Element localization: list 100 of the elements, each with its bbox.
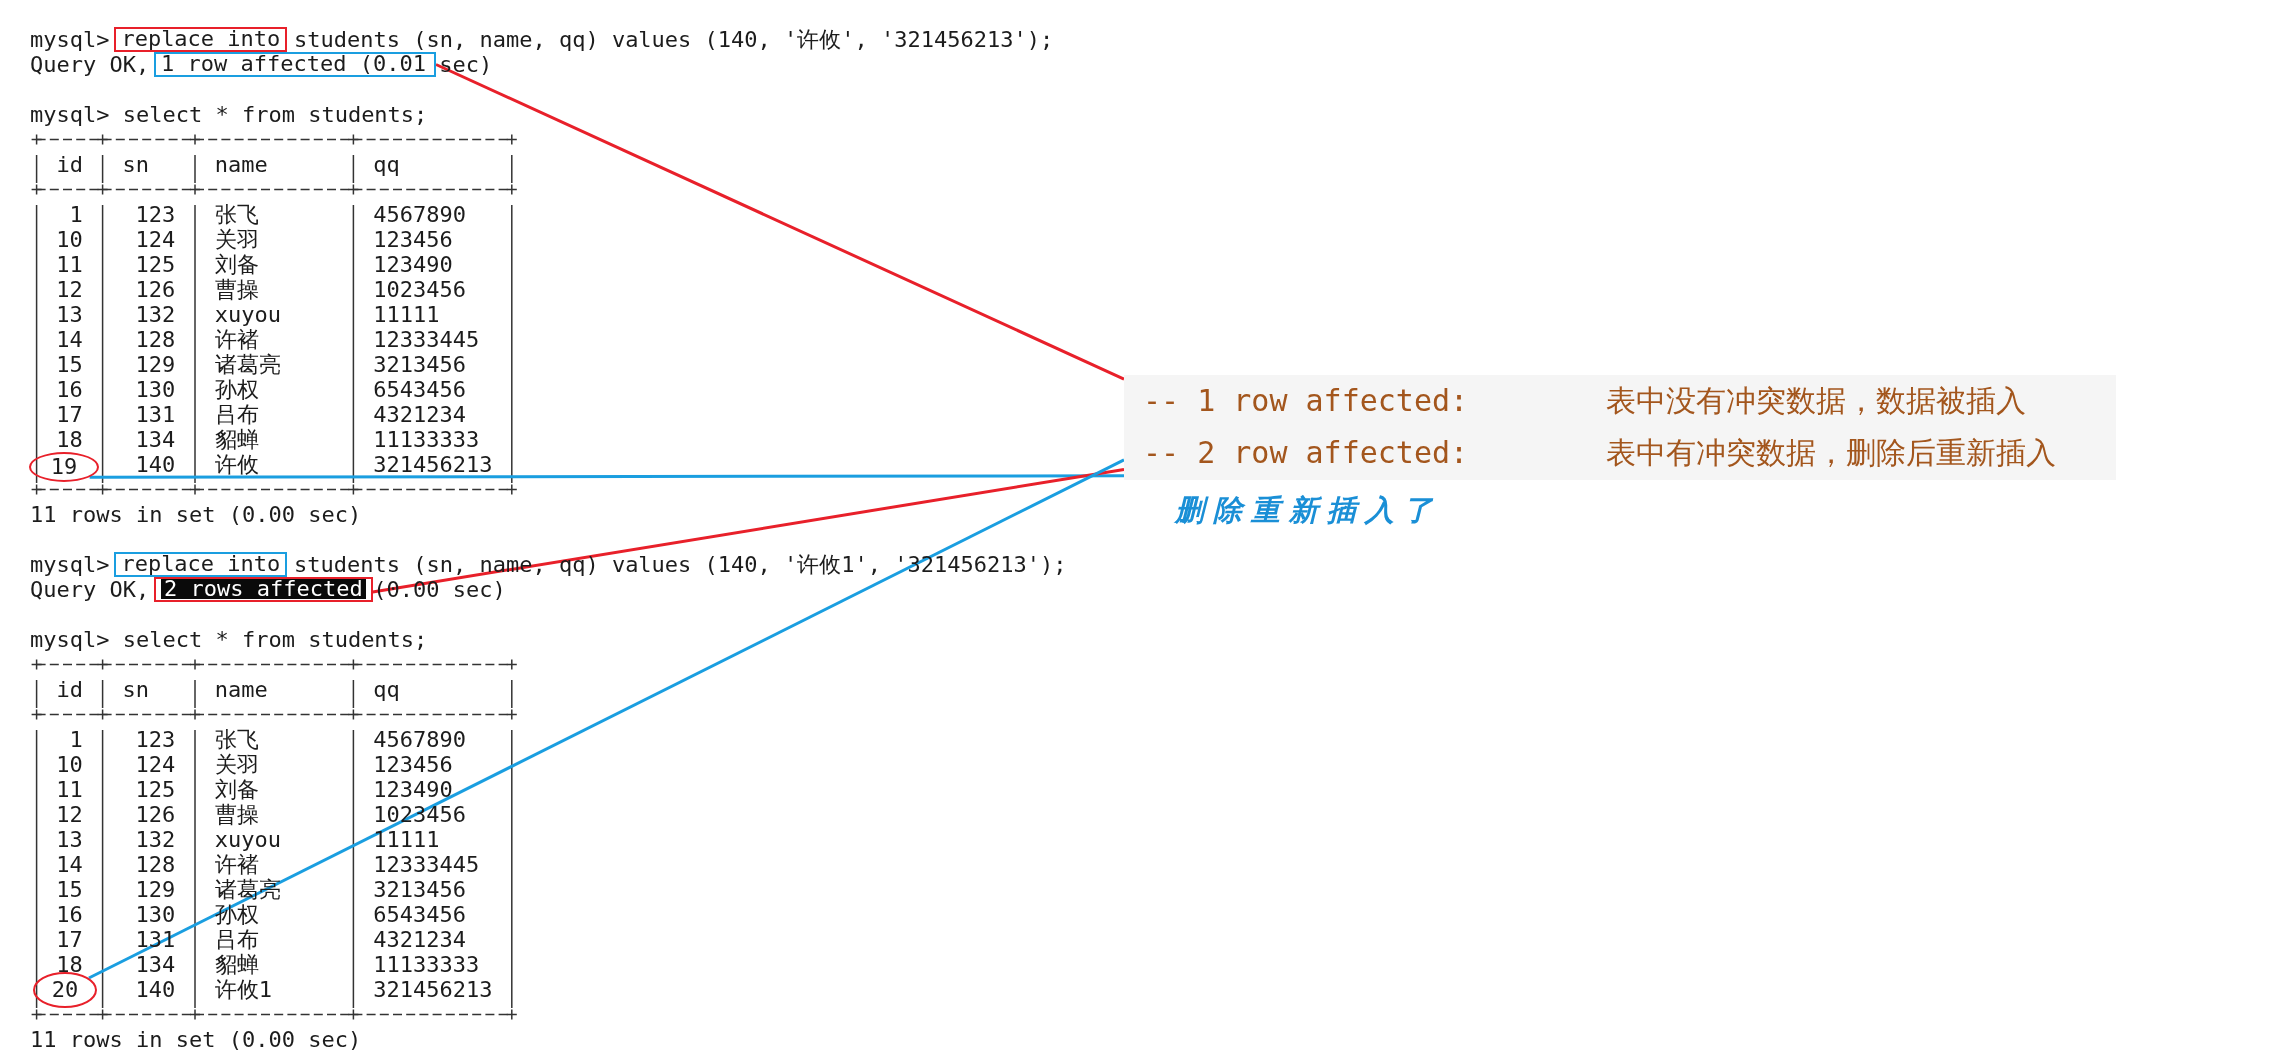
connector-line <box>88 458 1125 980</box>
highlight-frame <box>154 577 373 602</box>
table-cell: 4567890 <box>373 727 466 752</box>
note-text: 表中没有冲突数据，数据被插入 <box>1606 383 2026 419</box>
annotation-box: replace into <box>114 27 288 52</box>
table-cell: 321456213 <box>373 452 493 477</box>
table-cell: 126 <box>135 277 176 302</box>
table-cell: 貂蝉 <box>214 427 259 452</box>
status-text: Query OK, <box>30 52 150 77</box>
column-header: qq <box>373 677 400 702</box>
table-cell: 许攸1 <box>214 977 273 1002</box>
table-cell: 6543456 <box>373 902 466 927</box>
table-cell: 13 <box>56 827 83 852</box>
table-cell: 123456 <box>373 752 453 777</box>
table-cell: 许攸 <box>214 452 259 477</box>
table-cell: 132 <box>135 302 176 327</box>
table-cell: 123490 <box>373 777 453 802</box>
handwritten-note: 删除重新插入了 <box>1175 492 1441 528</box>
table-cell: 孙权 <box>214 902 259 927</box>
table-cell: 4321234 <box>373 927 466 952</box>
table-cell: 134 <box>135 427 176 452</box>
command-text: students (sn, name, qq) values (140, '许攸', '321456213'); <box>294 27 1054 52</box>
table-cell: 130 <box>135 377 176 402</box>
table-cell: 123 <box>135 202 176 227</box>
result-summary: 11 rows in set (0.00 sec) <box>30 502 362 527</box>
table-cell: 1 <box>69 727 83 752</box>
annotation-box: replace into <box>114 552 288 577</box>
table-cell: xuyou <box>214 827 282 852</box>
table-cell: 10 <box>56 227 83 252</box>
column-header: id <box>56 152 83 177</box>
table-cell: 130 <box>135 902 176 927</box>
table-cell: 14 <box>56 852 83 877</box>
table-cell: 129 <box>135 877 176 902</box>
table-cell: 14 <box>56 327 83 352</box>
table-cell: 3213456 <box>373 877 466 902</box>
table-cell: 诸葛亮 <box>214 352 281 377</box>
table-cell: 张飞 <box>214 202 259 227</box>
table-cell: 孙权 <box>214 377 259 402</box>
table-cell: 12 <box>56 277 83 302</box>
annotation-ellipse: 20 <box>33 972 97 1008</box>
table-cell: 11133333 <box>373 952 480 977</box>
table-cell: 3213456 <box>373 352 466 377</box>
table-cell: 134 <box>135 952 176 977</box>
table-cell: 6543456 <box>373 377 466 402</box>
table-cell: 4567890 <box>373 202 466 227</box>
table-cell: 吕布 <box>214 927 259 952</box>
table-cell: 10 <box>56 752 83 777</box>
table-cell: 128 <box>135 327 176 352</box>
connector-line <box>435 63 1125 381</box>
table-cell: 11111 <box>373 302 440 327</box>
table-cell: 吕布 <box>214 402 259 427</box>
table-cell: 123 <box>135 727 176 752</box>
table-cell: 131 <box>135 402 176 427</box>
column-header: sn <box>122 152 149 177</box>
table-cell: 关羽 <box>214 752 259 777</box>
table-cell: 曹操 <box>214 802 259 827</box>
column-header: id <box>56 677 83 702</box>
table-cell: 125 <box>135 252 176 277</box>
table-cell: 12333445 <box>373 852 480 877</box>
status-text: sec) <box>439 52 493 77</box>
command-prompt: mysql> <box>30 552 110 577</box>
table-cell: 128 <box>135 852 176 877</box>
table-cell: 140 <box>135 977 176 1002</box>
column-header: name <box>214 152 268 177</box>
table-cell: 11111 <box>373 827 440 852</box>
table-cell: 15 <box>56 352 83 377</box>
table-cell: 123490 <box>373 252 453 277</box>
table-cell: 张飞 <box>214 727 259 752</box>
table-cell: 关羽 <box>214 227 259 252</box>
table-cell: 140 <box>135 452 176 477</box>
table-cell: 18 <box>56 427 83 452</box>
table-cell: 132 <box>135 827 176 852</box>
table-cell: 16 <box>56 902 83 927</box>
connector-line <box>372 467 1125 594</box>
table-cell: 129 <box>135 352 176 377</box>
column-header: qq <box>373 152 400 177</box>
table-cell: 16 <box>56 377 83 402</box>
table-cell: 13 <box>56 302 83 327</box>
command-line: mysql> select * from students; <box>30 627 428 652</box>
table-cell: 124 <box>135 752 176 777</box>
table-cell: 许褚 <box>214 327 259 352</box>
column-header: name <box>214 677 268 702</box>
table-cell: 许褚 <box>214 852 259 877</box>
table-cell: 11133333 <box>373 427 480 452</box>
table-cell: 12 <box>56 802 83 827</box>
note-band <box>1124 427 2116 480</box>
note-key: -- 1 row affected: <box>1143 383 1469 419</box>
table-cell: 1023456 <box>373 277 466 302</box>
table-cell: 126 <box>135 802 176 827</box>
note-band <box>1124 375 2116 427</box>
annotation-ellipse: 19 <box>29 452 99 482</box>
table-cell: 125 <box>135 777 176 802</box>
note-key: -- 2 row affected: <box>1143 435 1469 471</box>
table-cell: xuyou <box>214 302 282 327</box>
result-summary: 11 rows in set (0.00 sec) <box>30 1027 362 1052</box>
table-cell: 17 <box>56 927 83 952</box>
table-cell: 321456213 <box>373 977 493 1002</box>
table-cell: 12333445 <box>373 327 480 352</box>
column-header: sn <box>122 677 149 702</box>
table-cell: 11 <box>56 777 83 802</box>
